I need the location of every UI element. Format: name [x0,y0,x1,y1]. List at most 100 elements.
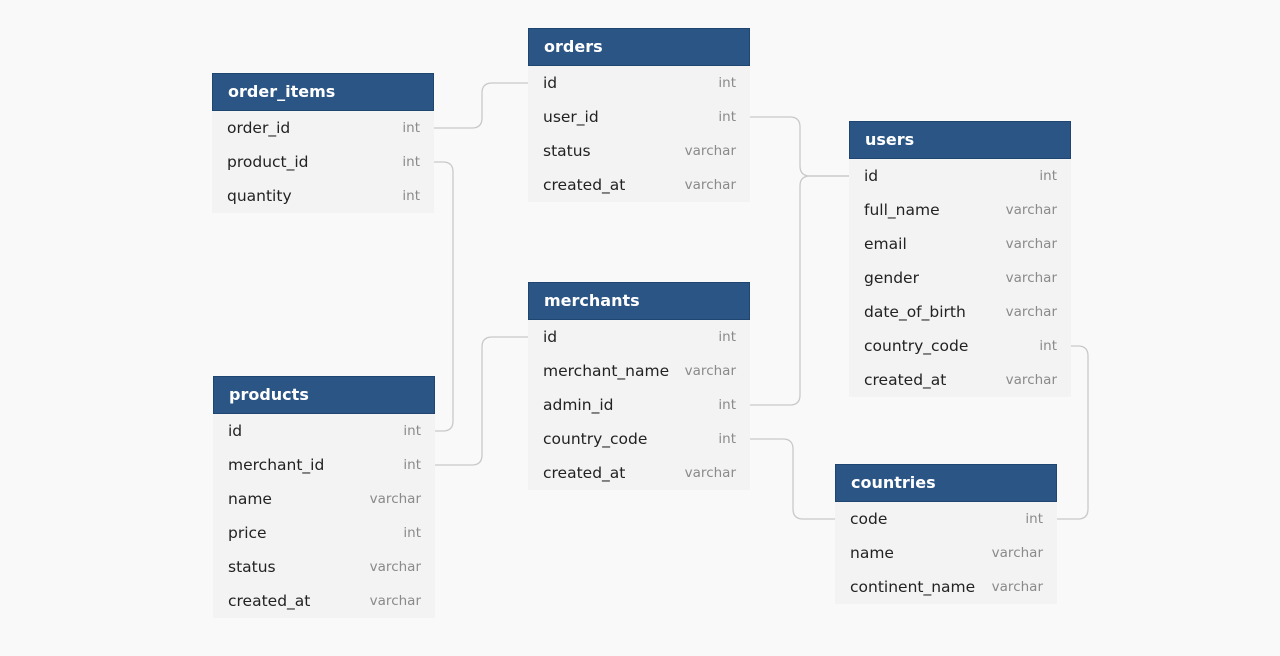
field-name: code [850,510,888,528]
field-type: varchar [1005,304,1057,320]
field-type: int [402,120,420,136]
field-name: created_at [543,176,626,194]
field-name: country_code [864,337,969,355]
field-type: int [718,109,736,125]
field-name: price [228,524,267,542]
field-row[interactable]: created_at varchar [849,363,1071,397]
field-type: varchar [684,363,736,379]
field-name: created_at [228,592,311,610]
field-type: int [403,457,421,473]
table-header[interactable]: products [213,376,435,414]
field-row[interactable]: quantity int [212,179,434,213]
field-name: status [543,142,591,160]
field-name: continent_name [850,578,976,596]
field-row[interactable]: price int [213,516,435,550]
relationship-line[interactable] [750,116,849,177]
field-row[interactable]: email varchar [849,227,1071,261]
field-type: int [718,75,736,91]
field-type: varchar [1005,270,1057,286]
field-row[interactable]: continent_name varchar [835,570,1057,604]
field-row[interactable]: status varchar [213,550,435,584]
table-header[interactable]: order_items [212,73,434,111]
field-name: id [543,74,558,92]
field-row[interactable]: full_name varchar [849,193,1071,227]
field-name: id [864,167,879,185]
field-type: int [402,154,420,170]
table-header[interactable]: merchants [528,282,750,320]
field-type: int [403,423,421,439]
field-type: varchar [1005,202,1057,218]
field-name: merchant_name [543,362,670,380]
field-name: email [864,235,907,253]
field-type: int [403,525,421,541]
field-row[interactable]: country_code int [849,329,1071,363]
field-row[interactable]: product_id int [212,145,434,179]
field-type: varchar [684,143,736,159]
relationship-line[interactable] [750,175,849,406]
relationship-line[interactable] [435,336,528,466]
field-row[interactable]: id int [213,414,435,448]
field-row[interactable]: id int [528,320,750,354]
field-type: varchar [1005,372,1057,388]
field-type: varchar [369,593,421,609]
field-type: int [718,329,736,345]
field-row[interactable]: created_at varchar [528,168,750,202]
field-name: country_code [543,430,648,448]
relationship-line[interactable] [434,161,454,432]
field-type: varchar [991,545,1043,561]
field-type: varchar [369,491,421,507]
field-row[interactable]: merchant_id int [213,448,435,482]
field-name: admin_id [543,396,614,414]
field-row[interactable]: created_at varchar [213,584,435,618]
field-name: id [228,422,243,440]
field-type: int [402,188,420,204]
field-type: varchar [684,177,736,193]
field-row[interactable]: order_id int [212,111,434,145]
field-name: quantity [227,187,292,205]
field-row[interactable]: id int [849,159,1071,193]
field-type: int [1039,168,1057,184]
relationship-line[interactable] [434,82,528,129]
field-row[interactable]: name varchar [213,482,435,516]
field-type: int [718,431,736,447]
field-row[interactable]: status varchar [528,134,750,168]
field-name: name [228,490,272,508]
field-type: varchar [684,465,736,481]
field-name: order_id [227,119,291,137]
field-row[interactable]: admin_id int [528,388,750,422]
field-name: id [543,328,558,346]
field-row[interactable]: id int [528,66,750,100]
field-row[interactable]: created_at varchar [528,456,750,490]
table-header[interactable]: countries [835,464,1057,502]
field-type: varchar [991,579,1043,595]
field-row[interactable]: user_id int [528,100,750,134]
field-name: created_at [543,464,626,482]
relationship-line[interactable] [750,438,835,520]
field-name: user_id [543,108,599,126]
field-type: varchar [369,559,421,575]
field-row[interactable]: date_of_birth varchar [849,295,1071,329]
field-type: int [1039,338,1057,354]
field-type: varchar [1005,236,1057,252]
field-name: status [228,558,276,576]
field-name: date_of_birth [864,303,966,321]
field-name: merchant_id [228,456,325,474]
field-name: full_name [864,201,940,219]
table-header[interactable]: users [849,121,1071,159]
field-type: int [718,397,736,413]
field-name: created_at [864,371,947,389]
table-header[interactable]: orders [528,28,750,66]
field-row[interactable]: country_code int [528,422,750,456]
field-row[interactable]: merchant_name varchar [528,354,750,388]
field-name: product_id [227,153,309,171]
